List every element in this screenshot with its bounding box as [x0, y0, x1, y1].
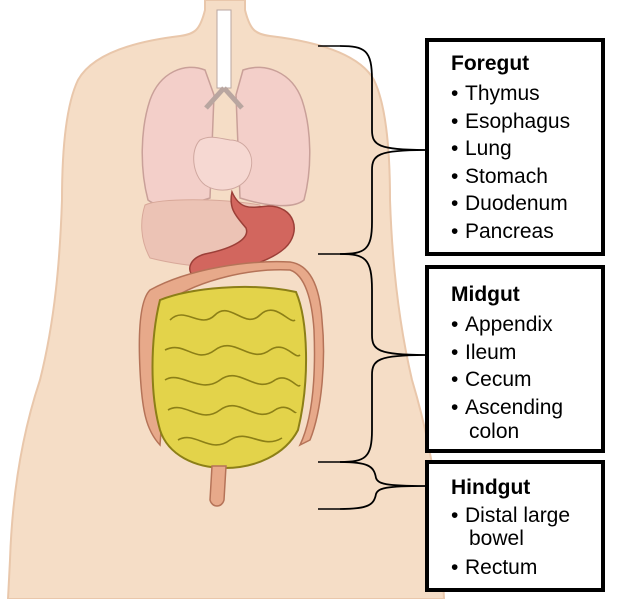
- bullet: •: [451, 395, 459, 419]
- foregut-title: Foregut: [451, 52, 530, 75]
- small-intestine: [151, 285, 307, 470]
- item-appendix: Appendix: [465, 313, 553, 336]
- bronchi: [204, 86, 244, 110]
- bullet: •: [451, 556, 459, 579]
- list-item: • Lung: [451, 135, 601, 163]
- heart: [193, 136, 253, 191]
- rectum: [209, 465, 227, 507]
- item-rectum: Rectum: [465, 556, 538, 579]
- intestine-coils: [164, 309, 301, 446]
- item-duodenum: Duodenum: [465, 192, 568, 215]
- bullet: •: [451, 109, 459, 133]
- list-item: •Esophagus: [451, 108, 601, 136]
- item-pancreas: Pancreas: [465, 219, 554, 243]
- bullet: •: [451, 137, 459, 160]
- foregut-list: •Thymus •Esophagus •Lung •Stomach •Duode…: [451, 80, 601, 245]
- bullet: •: [451, 219, 459, 243]
- item-stomach: Stomach: [465, 164, 548, 188]
- item-lung: Lung: [465, 137, 512, 160]
- colon: [138, 260, 325, 447]
- item-esophagus: Esophagus: [465, 109, 571, 133]
- list-item: •Pancreas: [451, 218, 601, 246]
- list-item: • Cecum: [451, 366, 601, 394]
- list-item: •Ileum: [451, 339, 601, 367]
- item-colon: colon: [469, 420, 520, 443]
- bullet: •: [451, 368, 459, 391]
- list-item: • Thymus: [451, 80, 601, 108]
- right-lung: [235, 66, 311, 207]
- item-bowel: bowel: [469, 527, 524, 550]
- item-ascending: Ascending: [465, 395, 564, 419]
- trachea: [216, 9, 232, 89]
- list-item: • Duodenum: [451, 190, 601, 218]
- midgut-box: Midgut •Appendix •Ileum •Cecum •Ascendin…: [425, 265, 605, 453]
- bullet: •: [451, 313, 459, 336]
- foregut-box: Foregut •Thymus •Esophagus •Lung •Stomac…: [425, 38, 605, 256]
- list-item: • Appendix: [451, 311, 601, 339]
- midgut-brace: [339, 253, 426, 463]
- midgut-title: Midgut: [451, 283, 520, 306]
- item-ileum: Ileum: [465, 340, 517, 364]
- bullet: •: [451, 340, 459, 364]
- list-item: •Stomach: [451, 163, 601, 191]
- bullet: •: [451, 504, 459, 527]
- item-distal-large: Distal large: [465, 504, 571, 527]
- bullet: •: [451, 192, 459, 215]
- bullet: •: [451, 82, 459, 105]
- list-item: • Rectum: [451, 556, 601, 580]
- hindgut-title: Hindgut: [451, 476, 531, 499]
- bullet: •: [451, 164, 459, 188]
- item-thymus: Thymus: [465, 82, 540, 105]
- item-cecum: Cecum: [465, 368, 532, 391]
